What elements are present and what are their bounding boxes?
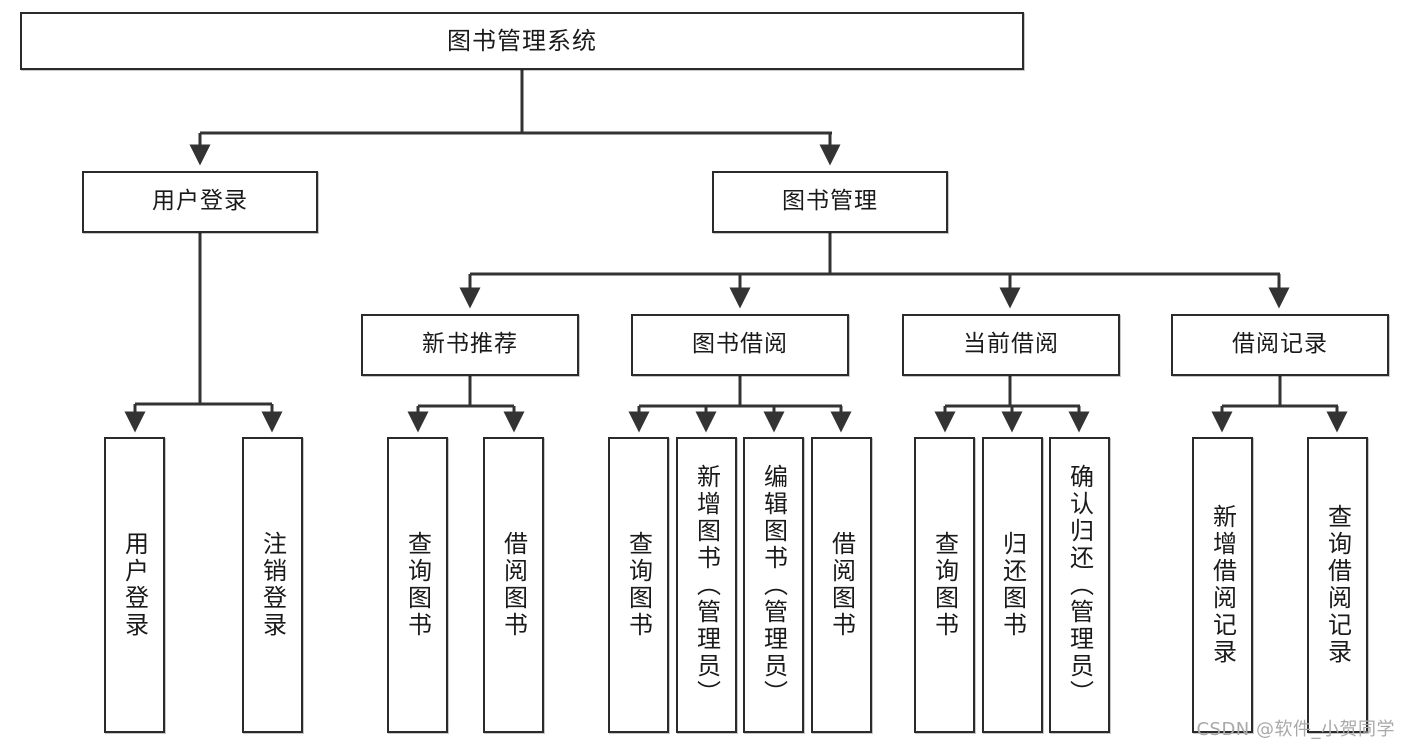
node-new-book-rec[interactable]: 新书推荐 (361, 314, 579, 376)
node-book-borrow-label: 图书借阅 (692, 331, 788, 358)
node-leaf-borrow-book-rec[interactable]: 借阅图书 (483, 437, 544, 733)
node-leaf-add-book[interactable]: 新增图书（管理员） (676, 437, 737, 733)
node-leaf-borrow-book-rec-label: 借阅图书 (499, 531, 528, 639)
node-root[interactable]: 图书管理系统 (20, 12, 1024, 70)
node-user-login-label: 用户登录 (152, 188, 248, 215)
node-leaf-query-book-label: 查询图书 (624, 531, 653, 639)
node-book-manage-label: 图书管理 (782, 188, 878, 215)
node-new-book-rec-label: 新书推荐 (422, 331, 518, 358)
node-leaf-logout[interactable]: 注销登录 (242, 437, 303, 733)
node-leaf-confirm-return[interactable]: 确认归还（管理员） (1049, 437, 1110, 733)
node-root-label: 图书管理系统 (447, 26, 597, 55)
node-leaf-add-record-label: 新增借阅记录 (1208, 504, 1237, 666)
node-leaf-borrow-book[interactable]: 借阅图书 (811, 437, 872, 733)
node-leaf-confirm-return-label: 确认归还（管理员） (1065, 463, 1094, 707)
node-leaf-user-login[interactable]: 用户登录 (104, 437, 165, 733)
node-current-borrow-label: 当前借阅 (963, 331, 1059, 358)
node-leaf-borrow-book-label: 借阅图书 (827, 531, 856, 639)
node-leaf-query-book[interactable]: 查询图书 (608, 437, 669, 733)
node-leaf-query-book-rec[interactable]: 查询图书 (387, 437, 448, 733)
node-leaf-add-book-label: 新增图书（管理员） (692, 463, 721, 707)
node-borrow-record[interactable]: 借阅记录 (1171, 314, 1389, 376)
node-current-borrow[interactable]: 当前借阅 (902, 314, 1120, 376)
node-leaf-query-record-label: 查询借阅记录 (1323, 504, 1352, 666)
node-leaf-add-record[interactable]: 新增借阅记录 (1192, 437, 1253, 733)
node-leaf-query-book-cur[interactable]: 查询图书 (914, 437, 975, 733)
watermark: CSDN @软件_小贺同学 (1196, 719, 1395, 740)
node-leaf-return-book[interactable]: 归还图书 (982, 437, 1043, 733)
node-leaf-edit-book[interactable]: 编辑图书（管理员） (743, 437, 804, 733)
node-book-manage[interactable]: 图书管理 (712, 171, 948, 233)
node-book-borrow[interactable]: 图书借阅 (631, 314, 849, 376)
node-leaf-edit-book-label: 编辑图书（管理员） (759, 463, 788, 707)
node-borrow-record-label: 借阅记录 (1232, 331, 1328, 358)
node-leaf-query-book-cur-label: 查询图书 (930, 531, 959, 639)
node-leaf-query-record[interactable]: 查询借阅记录 (1307, 437, 1368, 733)
node-user-login[interactable]: 用户登录 (82, 171, 318, 233)
node-leaf-logout-label: 注销登录 (258, 531, 287, 639)
node-leaf-query-book-rec-label: 查询图书 (403, 531, 432, 639)
node-leaf-return-book-label: 归还图书 (998, 531, 1027, 639)
node-leaf-user-login-label: 用户登录 (120, 531, 149, 639)
